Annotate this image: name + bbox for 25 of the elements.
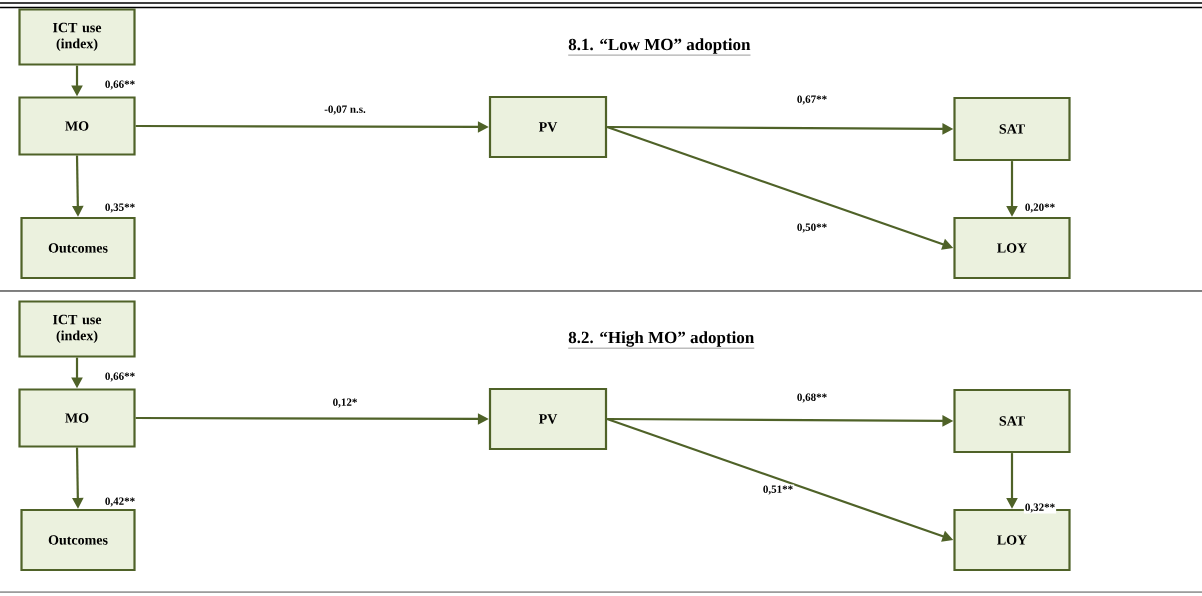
process-box: Outcomes — [20, 216, 136, 280]
process-box: Outcomes — [20, 508, 136, 572]
section-title: 8.1. “Low MO” adoption — [568, 38, 751, 56]
edge-label: 0,12* — [331, 397, 359, 409]
edge-label: 0,35** — [103, 202, 137, 214]
process-box: PV — [488, 387, 608, 451]
process-box: ICT use (index) — [18, 8, 136, 66]
process-box: SAT — [953, 96, 1071, 162]
edge-label: 0,50** — [795, 222, 829, 234]
process-box: PV — [488, 95, 608, 159]
edge-label: 0,66** — [103, 371, 137, 383]
process-box: MO — [18, 388, 136, 448]
edge-label: 0,51** — [761, 484, 795, 496]
edge-label: 0,42** — [103, 496, 137, 508]
process-box: SAT — [953, 388, 1071, 454]
edge-label: 0,66** — [103, 79, 137, 91]
edge-label: 0,67** — [795, 94, 829, 106]
process-box: ICT use (index) — [18, 300, 136, 358]
process-box: LOY — [953, 216, 1071, 280]
edge-label: 0,68** — [795, 392, 829, 404]
section-title: 8.2. “High MO” adoption — [568, 331, 755, 349]
process-box: MO — [18, 96, 136, 156]
edge-label: 0,32** — [1023, 502, 1057, 514]
edge-label: -0,07 n.s. — [323, 104, 367, 116]
edge-label: 0,20** — [1023, 202, 1057, 214]
